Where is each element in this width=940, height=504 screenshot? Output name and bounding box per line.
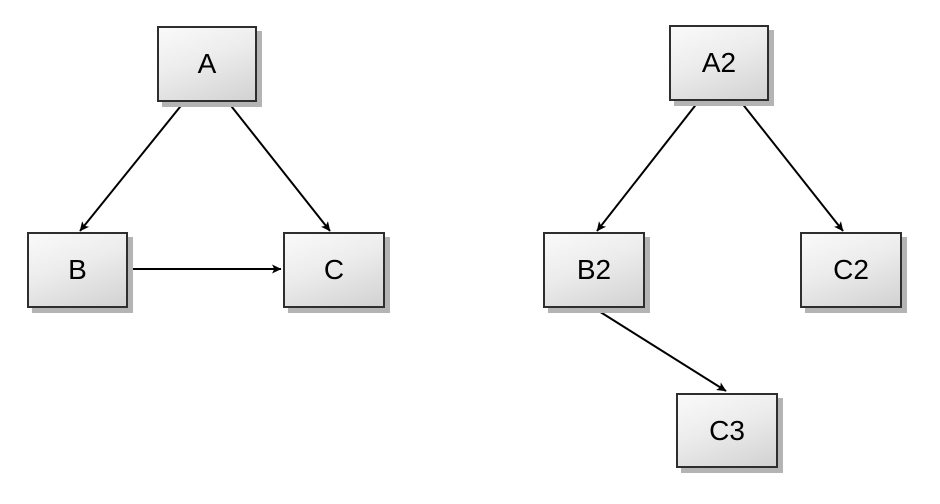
edge-A-C [227, 101, 331, 232]
node-label-C2: C2 [833, 254, 869, 285]
node-B2[interactable]: B2 [543, 232, 645, 308]
edge-B2-C3 [593, 307, 727, 392]
node-A[interactable]: A [157, 26, 257, 102]
node-label-C: C [323, 254, 345, 285]
node-label-B2: B2 [576, 254, 612, 285]
edge-A-B [79, 101, 185, 232]
node-label-A: A [197, 48, 217, 79]
node-C[interactable]: C [283, 232, 385, 308]
node-label-A2: A2 [701, 47, 737, 78]
edge-A2-B2 [596, 101, 699, 232]
node-C2[interactable]: C2 [800, 232, 902, 308]
edge-A2-C2 [740, 101, 844, 232]
node-label-B: B [68, 254, 87, 285]
node-label-C3: C3 [709, 414, 745, 446]
node-C3[interactable]: C3 [676, 393, 778, 468]
node-A2[interactable]: A2 [669, 25, 769, 101]
node-B[interactable]: B [27, 232, 128, 308]
